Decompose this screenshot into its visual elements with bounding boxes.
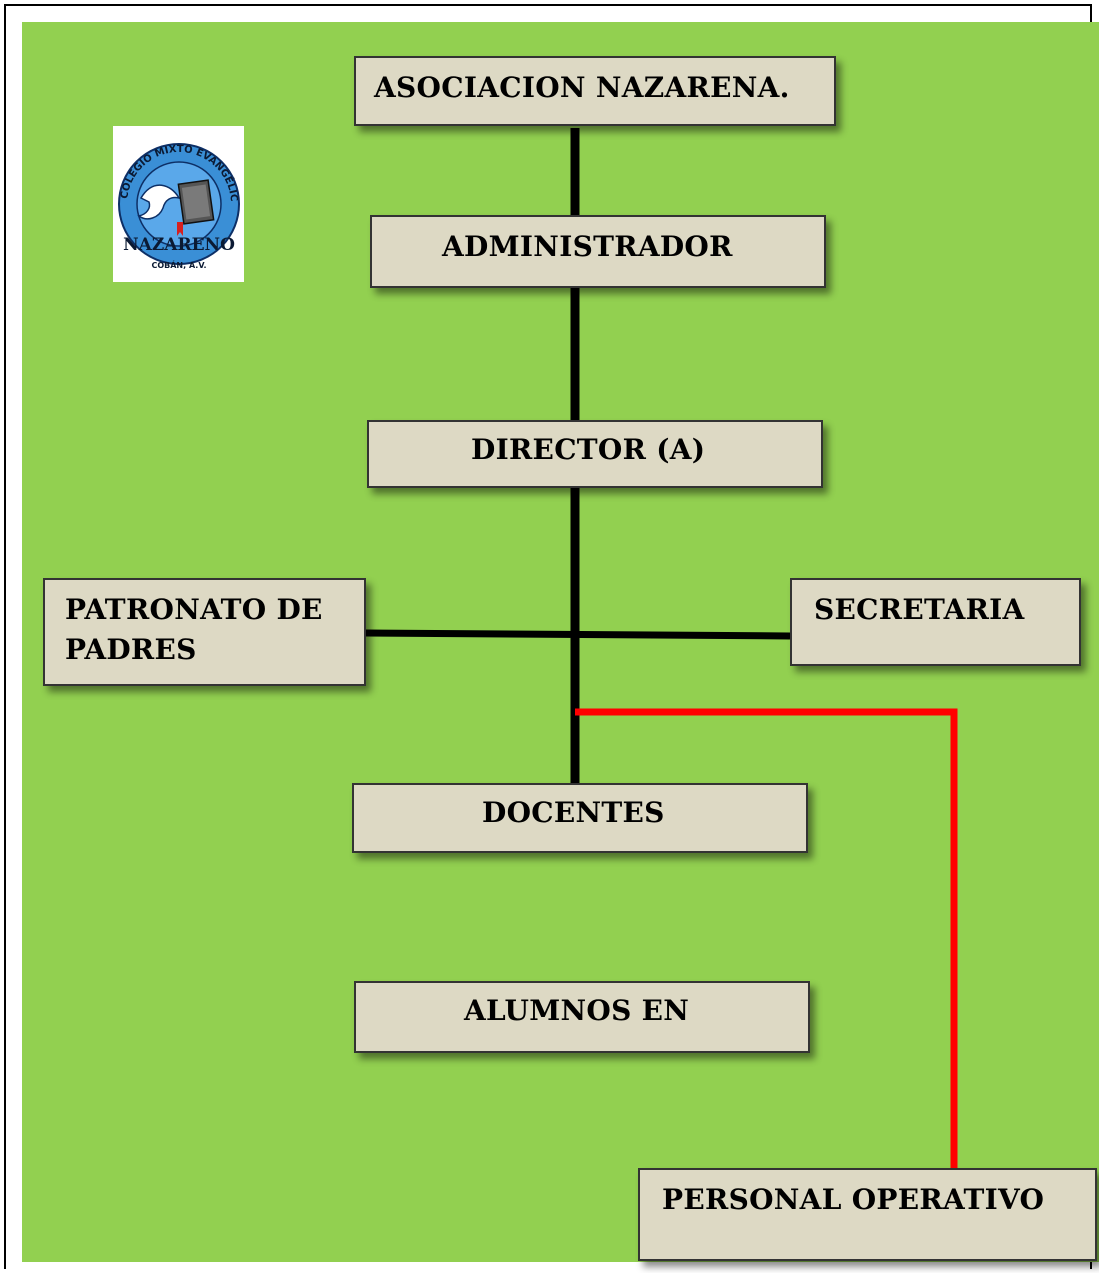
node-asociacion-label: ASOCIACION NAZARENA.: [374, 71, 790, 104]
node-personal-label: PERSONAL OPERATIVO: [662, 1183, 1045, 1216]
logo-name: NAZARENO: [123, 235, 235, 255]
node-docentes-label: DOCENTES: [482, 796, 665, 829]
node-alumnos-en-lower: ALUMNOS EN: [354, 981, 810, 1053]
node-asociacion-nazarena: ASOCIACION NAZARENA.: [354, 56, 836, 126]
bookmark-icon: [177, 222, 183, 236]
dove-icon: [137, 184, 181, 220]
node-secretaria: SECRETARIA: [790, 578, 1081, 666]
node-director: DIRECTOR (A): [367, 420, 823, 488]
connector-personal-operativo: [575, 708, 958, 1168]
node-personal-operativo: PERSONAL OPERATIVO: [638, 1168, 1097, 1261]
node-docentes: DOCENTES: [352, 783, 808, 853]
node-director-label: DIRECTOR (A): [471, 433, 706, 466]
school-logo: COLEGIO MIXTO EVANGÉLICO NAZARENO COBÁN,…: [109, 118, 244, 282]
logo-place: COBÁN, A.V.: [151, 259, 206, 270]
node-administrador: ADMINISTRADOR: [370, 215, 826, 288]
node-patronato-de-padres: PATRONATO DE PADRES: [43, 578, 366, 686]
node-secretaria-label: SECRETARIA: [814, 593, 1025, 626]
node-patronato-label: PATRONATO DE PADRES: [65, 593, 323, 666]
node-alumnos-label: ALUMNOS EN: [464, 994, 690, 1027]
connector-patronato-secretaria: [365, 629, 791, 640]
node-administrador-label: ADMINISTRADOR: [442, 230, 733, 263]
